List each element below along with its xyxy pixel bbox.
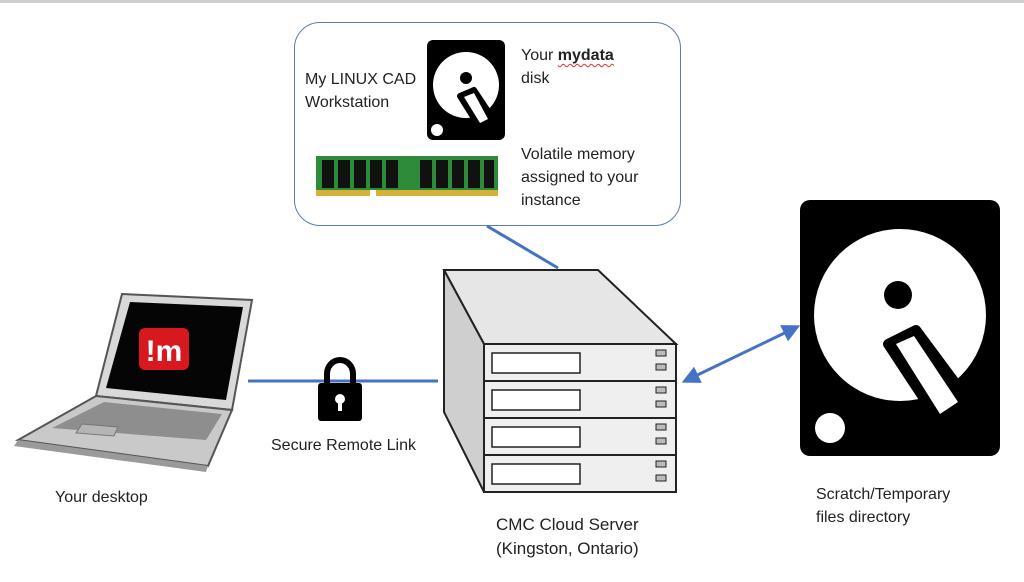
- workstation-title-line1: My LINUX CAD: [305, 71, 417, 88]
- workstation-connector-line: [486, 224, 559, 270]
- scratch-line1: Scratch/Temporary: [816, 486, 951, 503]
- laptop-icon: [14, 292, 254, 472]
- your-desktop-label: Your desktop: [55, 489, 148, 506]
- scratch-disk-icon: [800, 200, 1000, 456]
- workstation-title-line2: Workstation: [305, 94, 390, 111]
- secure-remote-link-label: Secure Remote Link: [271, 437, 416, 454]
- volatile-memory-line2: assigned to your: [521, 169, 639, 186]
- top-border: [0, 0, 1024, 3]
- ram-module-icon: [316, 156, 498, 196]
- workstation-title: My LINUX CAD Workstation: [305, 68, 416, 114]
- cloud-server-line1: CMC Cloud Server: [496, 515, 639, 534]
- mydata-disk-icon: [427, 40, 505, 140]
- scratch-directory-label: Scratch/Temporary files directory: [816, 483, 950, 529]
- mydata-disk-label-line1: Your mydata: [521, 44, 614, 67]
- cloud-server-icon: [442, 269, 679, 493]
- scratch-bidirectional-arrow: [681, 325, 801, 383]
- volatile-memory-line3: instance: [521, 192, 581, 209]
- scratch-line2: files directory: [816, 509, 911, 526]
- mydata-disk-label-bold: mydata: [557, 47, 614, 64]
- cloud-server-line2: (Kingston, Ontario): [496, 539, 639, 558]
- padlock-icon: [318, 357, 362, 421]
- mydata-disk-label-prefix: Your: [521, 47, 558, 64]
- desktop-logo-text: !m: [146, 335, 183, 368]
- cloud-server-label: CMC Cloud Server (Kingston, Ontario): [496, 513, 639, 561]
- volatile-memory-label: Volatile memory assigned to your instanc…: [521, 143, 638, 212]
- mydata-disk-label-line2: disk: [521, 70, 550, 87]
- volatile-memory-line1: Volatile memory: [521, 146, 635, 163]
- mydata-disk-label: Your mydata disk: [521, 44, 614, 90]
